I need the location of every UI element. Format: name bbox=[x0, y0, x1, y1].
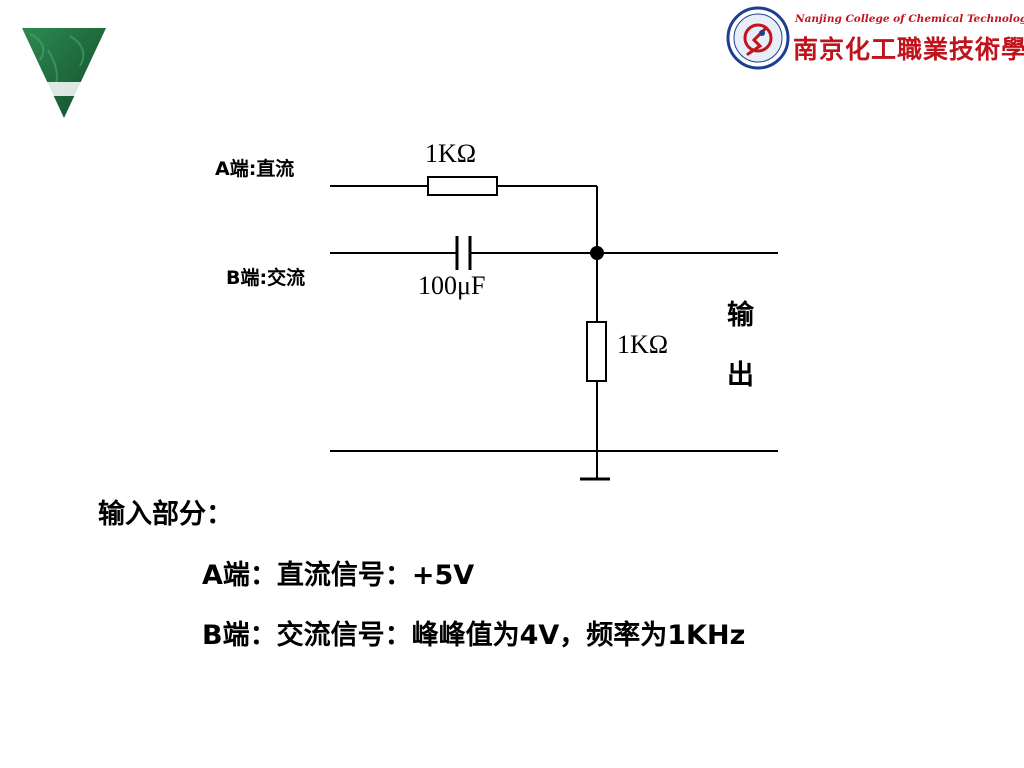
college-emblem-icon bbox=[726, 6, 790, 70]
college-name-en: Nanjing College of Chemical Technology bbox=[795, 13, 1024, 25]
label-resistor-top: 1KΩ bbox=[425, 139, 476, 168]
resistor-top bbox=[427, 176, 498, 196]
label-output-char-2: 出 bbox=[727, 360, 754, 391]
input-b-description: B端：交流信号：峰峰值为4V，频率为1KHz bbox=[202, 620, 746, 651]
input-section-heading: 输入部分： bbox=[98, 499, 233, 530]
resistor-vertical bbox=[586, 321, 607, 382]
label-output-char-1: 输 bbox=[727, 299, 755, 331]
junction-dot bbox=[590, 246, 604, 260]
label-capacitor: 100μF bbox=[418, 271, 485, 300]
college-name-cn: 南京化工職業技術學院 bbox=[793, 35, 1024, 64]
label-terminal-b: B端:交流 bbox=[226, 266, 305, 289]
input-a-description: A端：直流信号：+5V bbox=[202, 560, 475, 591]
label-resistor-vertical: 1KΩ bbox=[617, 330, 668, 359]
label-terminal-a: A端:直流 bbox=[215, 157, 294, 180]
